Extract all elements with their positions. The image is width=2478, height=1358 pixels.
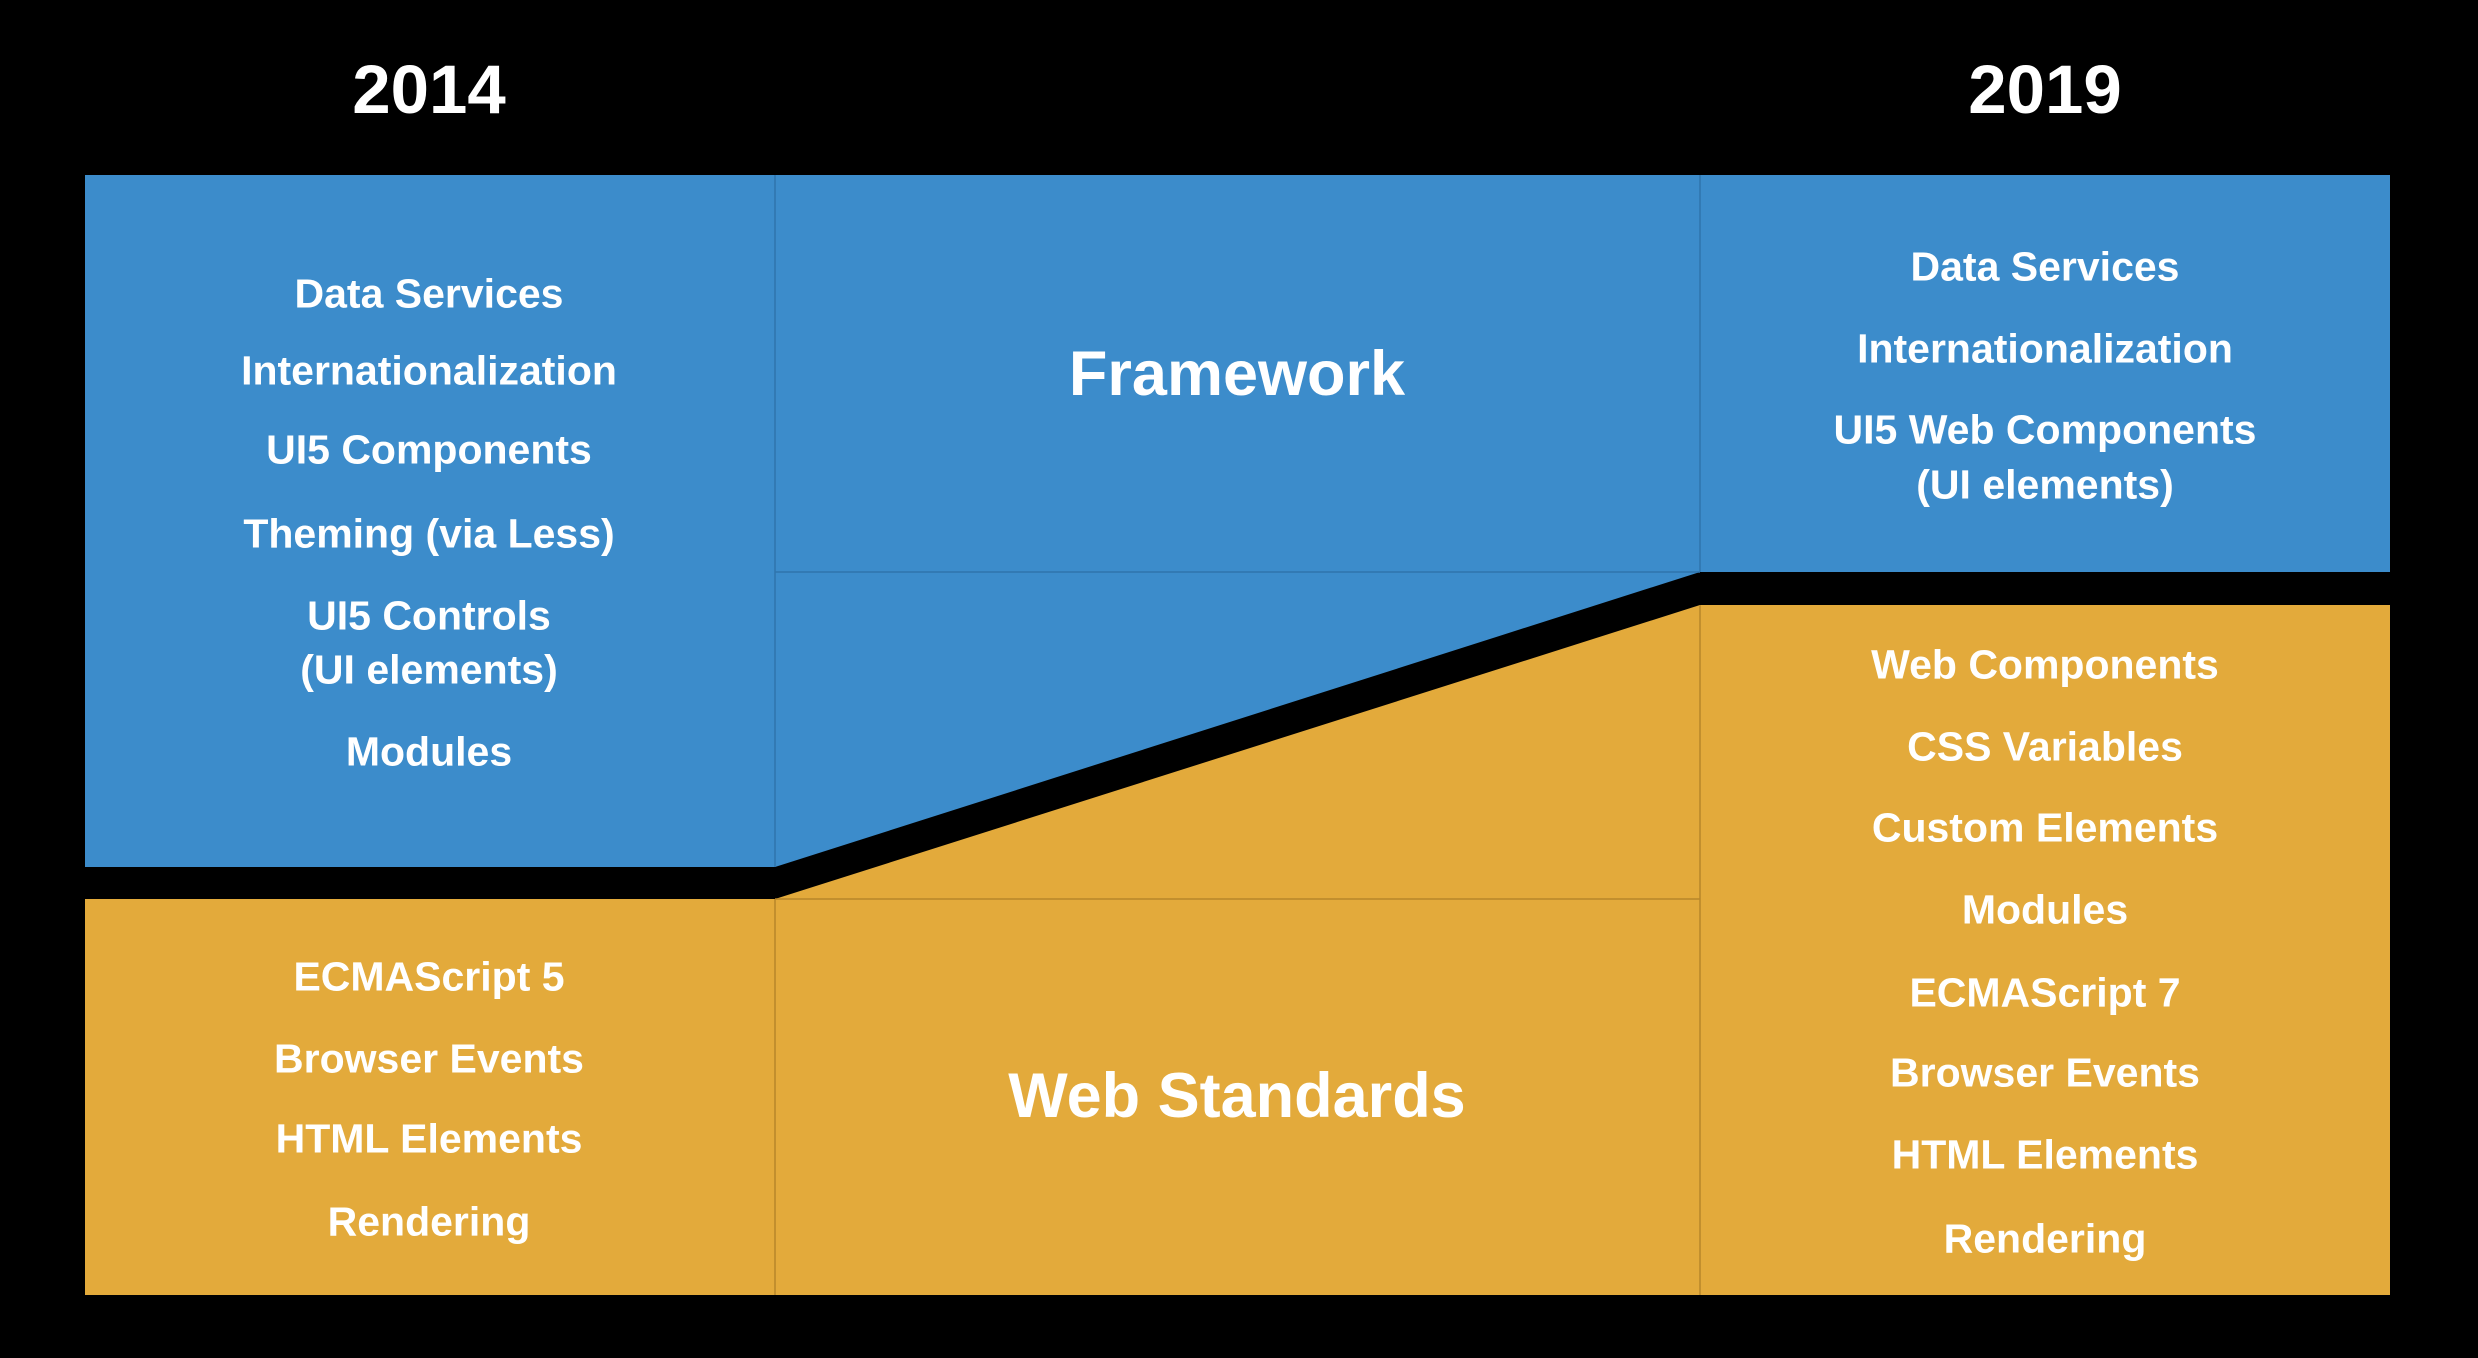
list-item: Data Services xyxy=(1910,243,2180,290)
right-framework-block xyxy=(1700,175,2390,572)
list-item: HTML Elements xyxy=(275,1115,583,1162)
year-2014: 2014 xyxy=(352,51,506,129)
list-item: ECMAScript 7 xyxy=(1909,969,2181,1016)
list-item: UI5 Components xyxy=(266,426,592,473)
list-item: Rendering xyxy=(1943,1215,2147,1262)
list-item: CSS Variables xyxy=(1907,723,2183,770)
list-item: Theming (via Less) xyxy=(243,510,615,557)
list-item: Data Services xyxy=(294,270,564,317)
list-item: Internationalization xyxy=(241,347,617,394)
list-item: Modules xyxy=(1961,886,2129,933)
list-item: (UI elements) xyxy=(300,646,558,693)
list-item: Internationalization xyxy=(1857,325,2233,372)
list-item: Browser Events xyxy=(274,1035,584,1082)
list-item: Rendering xyxy=(327,1198,531,1245)
right-web-block xyxy=(1700,605,2390,1295)
list-item: Modules xyxy=(345,728,513,775)
framework-label: Framework xyxy=(1068,339,1406,410)
list-item: Web Components xyxy=(1871,641,2219,688)
list-item: ECMAScript 5 xyxy=(293,953,565,1000)
web-standards-label: Web Standards xyxy=(1008,1061,1466,1132)
list-item: Custom Elements xyxy=(1871,804,2219,851)
center-web-block xyxy=(775,605,1700,1295)
list-item: (UI elements) xyxy=(1916,461,2174,508)
left-framework-block xyxy=(85,175,775,867)
list-item: Browser Events xyxy=(1890,1049,2200,1096)
center-framework-block xyxy=(775,175,1700,867)
year-2019: 2019 xyxy=(1968,51,2122,129)
list-item: HTML Elements xyxy=(1891,1131,2199,1178)
left-web-block xyxy=(85,899,775,1295)
list-item: UI5 Web Components xyxy=(1833,406,2257,453)
list-item: UI5 Controls xyxy=(307,592,551,639)
